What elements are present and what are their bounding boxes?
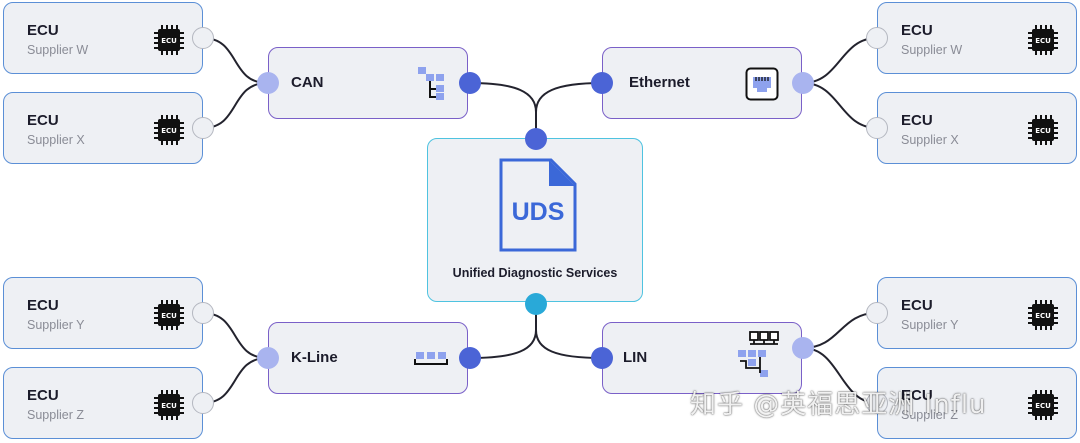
ecu-supplier: Supplier X	[27, 133, 85, 147]
wire-uds-kline	[469, 304, 537, 359]
ecu-card-bottom-right-y: ECU Supplier Y ECU	[877, 277, 1077, 349]
ecu-supplier: Supplier W	[27, 43, 89, 57]
chip-icon: ECU	[1028, 115, 1058, 145]
connector-dot	[257, 72, 279, 94]
ecu-supplier: Supplier X	[901, 133, 959, 147]
chip-icon: ECU	[1028, 300, 1058, 330]
ecu-supplier: Supplier W	[901, 43, 963, 57]
bus-segments-icon	[414, 352, 448, 365]
connector-dot	[525, 293, 547, 315]
ecu-supplier: Supplier Y	[27, 318, 85, 332]
chip-icon: ECU	[154, 390, 184, 420]
ecu-title: ECU	[27, 297, 59, 314]
connector-dot	[866, 27, 888, 49]
ecu-card-bottom-left-z: ECU Supplier Z ECU	[3, 367, 203, 439]
ethernet-port-icon	[745, 67, 779, 101]
chip-icon: ECU	[1028, 25, 1058, 55]
connector-dot	[459, 72, 481, 94]
connector-dot	[257, 347, 279, 369]
connector-dot	[525, 128, 547, 150]
ecu-card-top-left-x: ECU Supplier X ECU	[3, 92, 203, 164]
connector-dot	[591, 347, 613, 369]
connector-dot	[866, 392, 888, 414]
wire-can-ecu-x	[202, 82, 268, 129]
connector-dot	[792, 72, 814, 94]
bus-label-kline: K-Line	[291, 349, 338, 366]
ecu-card-bottom-left-y: ECU Supplier Y ECU	[3, 277, 203, 349]
chip-label: ECU	[1035, 127, 1051, 135]
chip-label: ECU	[1035, 402, 1051, 410]
tree-icon	[418, 67, 444, 100]
connector-dot	[792, 337, 814, 359]
wire-ethernet-ecu-w	[802, 37, 878, 84]
wire-kline-ecu-z	[202, 357, 268, 404]
bus-card-lin: LIN	[602, 322, 802, 394]
ecu-title: ECU	[901, 297, 933, 314]
ecu-title: ECU	[901, 112, 933, 129]
bus-card-can: CAN	[268, 47, 468, 119]
ecu-title: ECU	[27, 22, 59, 39]
ecu-card-bottom-right-z: ECU Supplier Z ECU	[877, 367, 1077, 439]
connector-dot	[459, 347, 481, 369]
ecu-title: ECU	[27, 387, 59, 404]
chip-icon: ECU	[154, 25, 184, 55]
chip-label: ECU	[161, 312, 177, 320]
ecu-title: ECU	[27, 112, 59, 129]
bus-label-ethernet: Ethernet	[629, 74, 690, 91]
ecu-card-top-left-w: ECU Supplier W ECU	[3, 2, 203, 74]
ecu-supplier: Supplier Z	[901, 408, 958, 422]
ecu-supplier: Supplier Z	[27, 408, 84, 422]
watermark: 知乎 @英福思亚洲 Influ	[690, 390, 987, 420]
connector-dot	[866, 117, 888, 139]
wire-kline-ecu-y	[202, 312, 268, 359]
uds-label: Unified Diagnostic Services	[452, 266, 618, 280]
connector-dot	[192, 27, 214, 49]
ecu-card-top-right-x: ECU Supplier X ECU	[877, 92, 1077, 164]
connector-dot	[866, 302, 888, 324]
bus-card-ethernet: Ethernet	[602, 47, 802, 119]
connector-dot	[192, 392, 214, 414]
document-icon: UDS	[499, 158, 577, 252]
wire-ethernet-ecu-x	[802, 82, 878, 129]
ecu-title: ECU	[901, 387, 933, 404]
wire-can-ecu-w	[202, 37, 268, 84]
chip-label: ECU	[161, 37, 177, 45]
chip-label: ECU	[161, 402, 177, 410]
ecu-card-top-right-w: ECU Supplier W ECU	[877, 2, 1077, 74]
bus-card-kline: K-Line	[268, 322, 468, 394]
network-topology-icon	[738, 331, 779, 377]
chip-label: ECU	[1035, 37, 1051, 45]
ecu-supplier: Supplier Y	[901, 318, 959, 332]
connector-dot	[591, 72, 613, 94]
chip-label: ECU	[161, 127, 177, 135]
wire-uds-can	[469, 82, 537, 138]
uds-card: UDS Unified Diagnostic Services	[427, 138, 643, 302]
bus-label-can: CAN	[291, 74, 324, 91]
connector-dot	[192, 302, 214, 324]
wire-uds-ethernet	[535, 82, 603, 138]
chip-icon: ECU	[154, 115, 184, 145]
bus-label-lin: LIN	[623, 349, 648, 366]
wire-uds-lin	[535, 304, 603, 359]
connector-dot	[192, 117, 214, 139]
chip-icon: ECU	[154, 300, 184, 330]
chip-label: ECU	[1035, 312, 1051, 320]
chip-icon: ECU	[1028, 390, 1058, 420]
wire-lin-ecu-y	[802, 312, 878, 349]
ecu-title: ECU	[901, 22, 933, 39]
uds-doc-text: UDS	[512, 198, 565, 226]
